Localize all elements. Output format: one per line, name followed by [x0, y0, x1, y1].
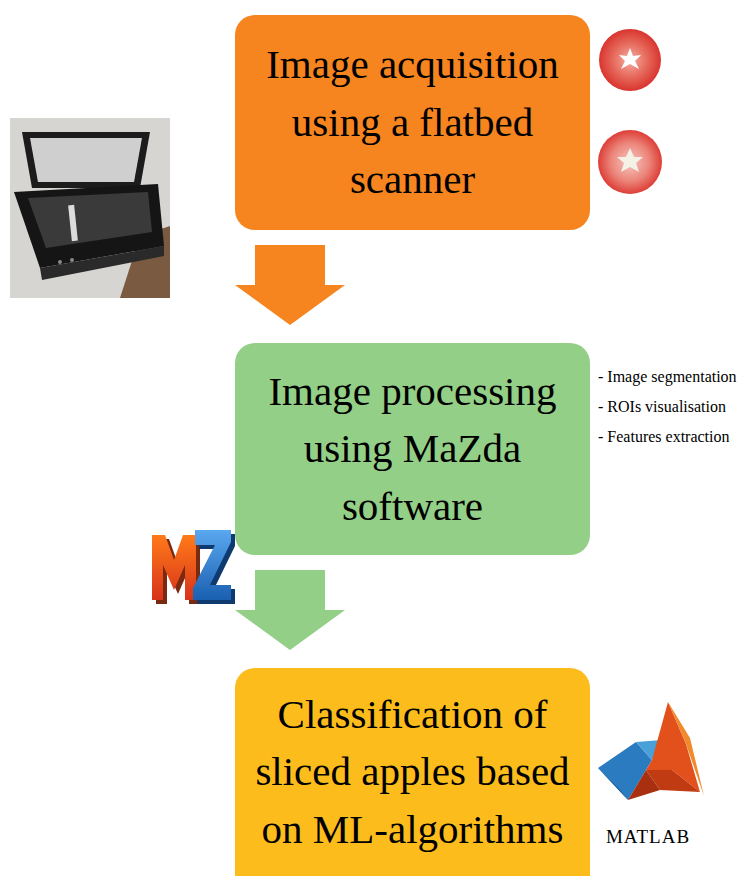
- logo-caption: MATLAB: [606, 826, 690, 848]
- step-note: - ROIs visualisation: [598, 398, 726, 416]
- block-arrow: [235, 570, 345, 650]
- box-text: Image acquisition using a flatbed scanne…: [247, 36, 578, 208]
- step-note: - Features extraction: [598, 428, 730, 446]
- step-note: - Image segmentation: [598, 368, 737, 386]
- process-box: Classification of sliced apples based on…: [235, 668, 590, 876]
- apple-slices: [598, 29, 662, 194]
- process-box: Image processing using MaZda software: [235, 343, 590, 555]
- process-box: Image acquisition using a flatbed scanne…: [235, 15, 590, 230]
- box-text: Image processing using MaZda software: [247, 363, 578, 535]
- matlab-logo: [598, 702, 704, 800]
- scanner-photo: [10, 118, 170, 298]
- mazda-logo: [152, 530, 235, 604]
- box-text: Classification of sliced apples based on…: [247, 686, 578, 858]
- block-arrow: [235, 245, 345, 325]
